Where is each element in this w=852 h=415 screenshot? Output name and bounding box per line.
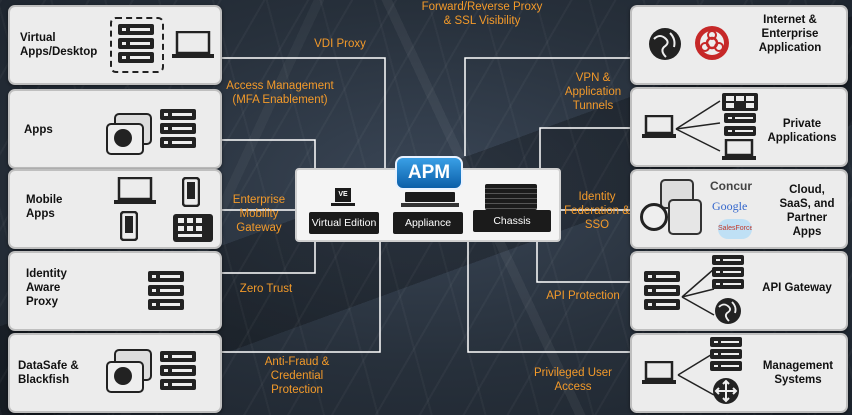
box-apps: Apps (8, 89, 222, 169)
server-stack-icon (712, 255, 744, 289)
apm-platform-box: VE Virtual Edition Appliance Chassis (295, 168, 561, 242)
box-mobile-apps: Mobile Apps (8, 169, 222, 249)
box-api-gateway: API Gateway (630, 251, 848, 331)
box-management-systems: Management Systems (630, 333, 848, 413)
server-stack-icon (724, 113, 756, 136)
server-stack-icon (160, 109, 196, 148)
tiles-icon (722, 93, 758, 111)
label-apps: Apps (24, 124, 53, 136)
box-private-applications: Private Applications (630, 87, 848, 167)
app-windows-icon (640, 179, 702, 239)
server-icon (110, 17, 164, 73)
label-cloud-saas: Cloud, SaaS, and Partner Apps (779, 184, 835, 238)
server-stack-icon (148, 271, 184, 310)
app-windows-icon (106, 349, 152, 393)
laptop-icon (172, 31, 214, 58)
laptop-icon (642, 361, 676, 384)
laptop-icon (722, 139, 756, 160)
link-anti-fraud: Anti-Fraud & Credential Protection (264, 356, 330, 396)
link-vpn-tunnels: VPN & Application Tunnels (564, 72, 622, 112)
label-datasafe: DataSafe & Blackfish (18, 360, 79, 386)
server-stack-icon (160, 351, 196, 390)
label-identity-aware-proxy: Identity Aware Proxy (26, 268, 67, 308)
link-api-protection: API Protection (546, 290, 620, 302)
device-chassis: Chassis (473, 210, 551, 232)
appliance-icon (405, 192, 455, 202)
apm-badge: APM (395, 156, 463, 190)
link-access-management: Access Management (MFA Enablement) (226, 80, 334, 106)
logo-google: Google (712, 199, 748, 213)
phone-icon (182, 177, 200, 207)
label-internet-enterprise: Internet & Enterprise Application (758, 14, 822, 54)
box-virtual-apps: Virtual Apps/Desktop (8, 5, 222, 85)
network-links (675, 100, 721, 152)
ve-base (331, 203, 355, 206)
chassis-icon (485, 184, 537, 210)
server-stack-icon (644, 271, 680, 310)
device-virtual-edition: Virtual Edition (309, 212, 379, 234)
network-links (681, 268, 715, 316)
label-management-systems: Management Systems (762, 360, 834, 386)
box-datasafe: DataSafe & Blackfish (8, 333, 222, 413)
label-virtual-apps: Virtual Apps/Desktop (20, 32, 98, 58)
appliance-icon-base (401, 203, 459, 207)
laptop-icon (114, 177, 156, 204)
router-icon (713, 378, 739, 404)
server-stack-icon (118, 24, 154, 63)
biohazard-icon (695, 26, 729, 60)
link-forward-reverse-proxy: Forward/Reverse Proxy & SSL Visibility (421, 1, 543, 27)
logo-concur: Concur (710, 179, 752, 193)
box-identity-aware-proxy: Identity Aware Proxy (8, 251, 222, 331)
globe-icon (715, 298, 741, 324)
app-windows-icon (106, 113, 152, 155)
phone-icon (120, 211, 138, 241)
device-appliance: Appliance (393, 212, 463, 234)
box-cloud-saas: Concur Google SalesForce Cloud, SaaS, an… (630, 169, 848, 249)
label-api-gateway: API Gateway (762, 282, 832, 294)
link-identity-federation: Identity Federation & SSO (564, 191, 630, 231)
link-privileged-user-access: Privileged User Access (534, 367, 612, 393)
label-mobile-apps: Mobile Apps (26, 194, 63, 220)
label-private-applications: Private Applications (767, 118, 837, 144)
laptop-icon (642, 115, 676, 138)
box-internet-enterprise: Internet & Enterprise Application (630, 5, 848, 85)
globe-icon (649, 28, 681, 60)
logo-salesforce: SalesForce (718, 219, 752, 239)
link-zero-trust: Zero Trust (239, 283, 293, 295)
tablet-icon (173, 214, 213, 242)
link-enterprise-mobility: Enterprise Mobility Gateway (232, 194, 286, 234)
network-links (677, 352, 715, 396)
link-vdi-proxy: VDI Proxy (314, 38, 366, 50)
ve-icon: VE (335, 188, 351, 202)
server-stack-icon (710, 337, 742, 371)
